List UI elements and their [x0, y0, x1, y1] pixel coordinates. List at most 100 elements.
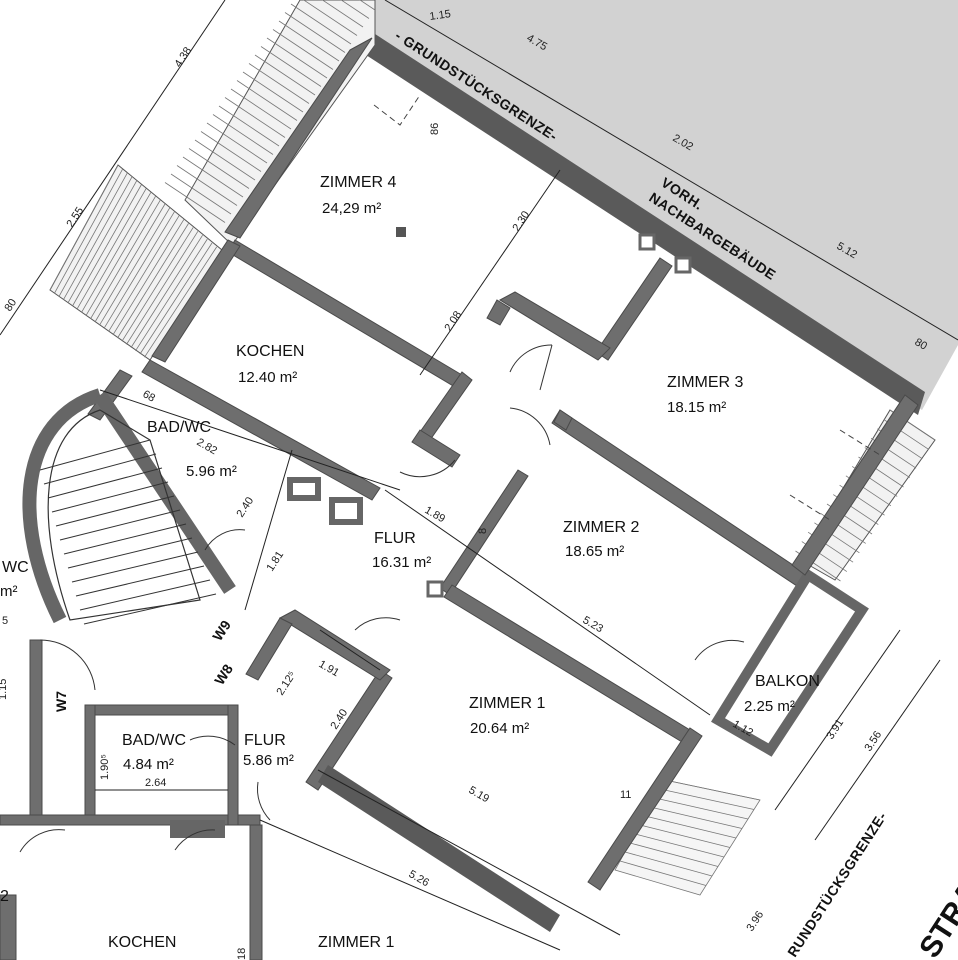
hatch-line	[49, 164, 119, 291]
room-flur-1: FLUR 16.31 m²	[372, 530, 431, 571]
room-balkon: BALKON 2.25 m²	[744, 673, 820, 715]
hatch-line	[188, 148, 250, 189]
street-label: STRA	[913, 877, 958, 960]
dim-3-91: 3.91	[824, 717, 846, 742]
hatch-line	[85, 195, 156, 316]
dim-1-81: 1.81	[264, 549, 286, 574]
room-kochen: KOCHEN 12.40 m²	[236, 343, 304, 386]
hatch-line	[99, 207, 171, 326]
hatch-line	[67, 180, 138, 303]
hatch-line	[290, 3, 352, 45]
hatch-line	[242, 71, 304, 113]
room-area: 4.84 m²	[123, 756, 174, 773]
room-name: ZIMMER 4	[320, 174, 397, 191]
room-name: KOCHEN	[236, 343, 304, 360]
hatch-line	[303, 0, 358, 36]
room-name: ZIMMER 1	[318, 934, 395, 951]
dim-2-64: 2.64	[145, 777, 166, 789]
hatch-line	[236, 80, 298, 121]
walls	[0, 37, 919, 960]
hatch-line	[200, 131, 262, 172]
dim-2-55: 2.55	[64, 205, 86, 230]
room-name: BAD/WC	[122, 732, 186, 749]
window-marker-w7: W7	[53, 691, 69, 712]
hatch-line	[224, 97, 286, 138]
hatch-line	[135, 238, 208, 352]
hatch-line	[212, 114, 274, 155]
window-marker-w8: W8	[211, 661, 236, 688]
staircase	[39, 409, 217, 625]
hatch-line	[218, 105, 280, 147]
room-partial-2: 2	[0, 888, 9, 905]
dim-1-89: 1.89	[423, 504, 448, 525]
room-name: FLUR	[374, 530, 416, 547]
neighbor-building-area	[360, 0, 958, 410]
room-wc-partial: WC m²	[0, 559, 29, 600]
hatch-line	[117, 223, 189, 339]
stair-tread	[47, 467, 163, 499]
stair-tread	[71, 551, 199, 583]
dim-80-left: 80	[2, 297, 19, 314]
room-area: 24,29 m²	[322, 200, 381, 217]
hatch-line	[266, 37, 328, 79]
hatch-line	[248, 63, 310, 104]
hatch-line	[72, 184, 142, 307]
room-name: 2	[0, 888, 9, 905]
room-name: ZIMMER 2	[563, 519, 640, 536]
hatch-line	[649, 806, 743, 829]
room-name: BALKON	[755, 673, 820, 690]
hatched-area-bottom	[614, 779, 761, 896]
room-area: 2.25 m²	[744, 698, 795, 715]
room-area: 18.15 m²	[667, 399, 726, 416]
hatch-line	[54, 168, 124, 294]
room-area: 5.86 m²	[243, 752, 294, 769]
hatch-line	[260, 46, 322, 87]
property-boundary-label-bottom: RUNDSTÜCKSGRENZE-	[784, 809, 890, 960]
room-zimmer1-bottom: ZIMMER 1	[318, 934, 395, 951]
hatch-line	[659, 788, 755, 810]
hatch-line	[58, 172, 128, 297]
room-area: 12.40 m²	[238, 369, 297, 386]
hatch-line	[90, 199, 161, 320]
stair-tread	[51, 481, 169, 513]
stair-outline	[47, 409, 201, 621]
hatch-line	[359, 0, 376, 11]
hatch-line	[664, 779, 761, 801]
hatch-line	[182, 156, 244, 198]
hatch-line	[206, 122, 268, 164]
dim-8: 8	[477, 528, 489, 534]
room-name: WC	[2, 559, 29, 576]
hatch-line	[284, 12, 346, 53]
dim-2-08: 2.08	[442, 309, 464, 334]
stair-tread	[63, 523, 187, 555]
dim-1-91: 1.91	[317, 658, 342, 679]
room-area: 16.31 m²	[372, 554, 431, 571]
hatch-line	[81, 192, 152, 313]
room-name: ZIMMER 1	[469, 695, 546, 712]
hatch-line	[629, 842, 719, 867]
hatch-line	[176, 165, 238, 206]
dim-1-15-left: 1.15	[0, 679, 9, 700]
hatch-line	[254, 54, 316, 96]
room-area: m²	[0, 583, 18, 600]
hatch-line	[634, 833, 725, 858]
room-name: BAD/WC	[147, 419, 211, 436]
room-flur-2: FLUR 5.86 m²	[243, 732, 294, 769]
dim-2-30: 2.30	[510, 209, 532, 234]
hatch-line	[63, 176, 133, 300]
dim-2-40-upper: 2.40	[234, 495, 256, 520]
hatch-line	[619, 860, 707, 886]
dim-2-82: 2.82	[195, 436, 220, 457]
hatch-line	[112, 219, 185, 336]
hatch-line	[103, 211, 175, 329]
stair-tread	[55, 495, 175, 527]
hatch-line	[230, 88, 292, 130]
dim-86: 86	[429, 123, 441, 135]
dim-18: 18	[236, 948, 248, 960]
room-zimmer1: ZIMMER 1 20.64 m²	[469, 695, 546, 737]
hatch-line	[654, 797, 749, 820]
hatch-line	[139, 242, 213, 355]
room-zimmer4: ZIMMER 4 24,29 m²	[320, 174, 397, 217]
